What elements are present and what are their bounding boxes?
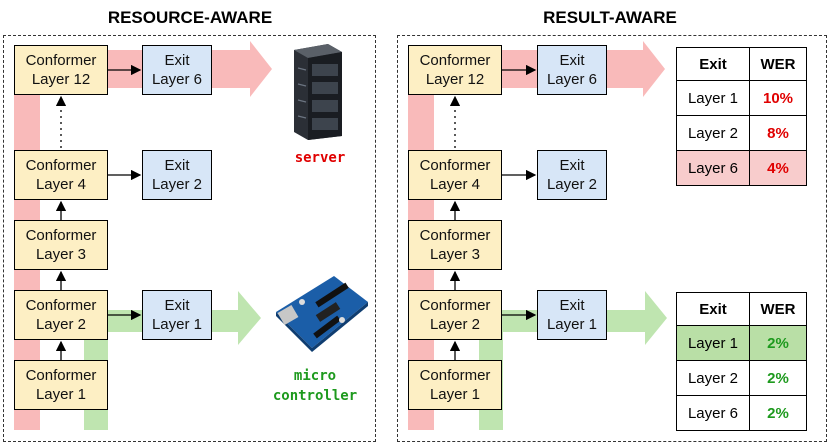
- right-exit-layer-1: Exit Layer 1: [537, 290, 607, 340]
- box-label: Conformer: [419, 367, 491, 384]
- table-cell-exit: Layer 1: [676, 80, 750, 116]
- box-label: Layer 1: [546, 316, 598, 333]
- table-row: Layer 6 2%: [676, 395, 807, 431]
- table-cell-exit: Layer 1: [676, 325, 750, 361]
- box-label: Layer 3: [35, 246, 87, 263]
- right-exit-layer-6: Exit Layer 6: [537, 45, 607, 95]
- box-label: Layer 4: [35, 176, 87, 193]
- right-conformer-layer-3: Conformer Layer 3: [408, 220, 502, 270]
- table-cell-exit: Layer 6: [676, 150, 750, 186]
- table-cell-wer: 2%: [749, 325, 807, 361]
- box-label: Exit: [164, 52, 190, 69]
- table-header-exit: Exit: [676, 47, 750, 81]
- wer-table-top: Exit WER Layer 1 10% Layer 2 8% Layer 6 …: [676, 47, 807, 186]
- box-label: Conformer: [25, 367, 97, 384]
- box-label: Layer 1: [151, 316, 203, 333]
- table-header-exit: Exit: [676, 292, 750, 326]
- box-label: Exit: [164, 297, 190, 314]
- box-label: Conformer: [419, 297, 491, 314]
- table-cell-wer: 10%: [749, 80, 807, 116]
- left-exit-layer-6: Exit Layer 6: [142, 45, 212, 95]
- table-cell-wer: 2%: [749, 360, 807, 396]
- left-exit-layer-1: Exit Layer 1: [142, 290, 212, 340]
- right-green-path: [479, 291, 667, 430]
- box-label: Layer 2: [151, 176, 203, 193]
- table-cell-exit: Layer 2: [676, 115, 750, 151]
- microcontroller-label: micro controller: [260, 366, 370, 406]
- box-label: Layer 6: [151, 71, 203, 88]
- box-label: Exit: [559, 157, 585, 174]
- table-header-wer: WER: [749, 47, 807, 81]
- left-green-path: [84, 291, 261, 430]
- box-label: Conformer: [419, 227, 491, 244]
- left-conformer-layer-1: Conformer Layer 1: [14, 360, 108, 410]
- table-header-wer: WER: [749, 292, 807, 326]
- server-icon: [294, 44, 342, 140]
- box-label: Exit: [559, 52, 585, 69]
- box-label: Layer 12: [31, 71, 91, 88]
- box-label: Conformer: [419, 52, 491, 69]
- table-row-highlighted: Layer 1 2%: [676, 325, 807, 361]
- box-label: Conformer: [419, 157, 491, 174]
- resource-aware-panel: [3, 35, 376, 442]
- server-label: server: [294, 150, 346, 166]
- table-row: Layer 2 2%: [676, 360, 807, 396]
- resource-aware-title: RESOURCE-AWARE: [107, 8, 273, 27]
- microcontroller-icon: [276, 276, 368, 352]
- box-label: Conformer: [25, 227, 97, 244]
- box-label: Layer 6: [546, 71, 598, 88]
- box-label: Layer 1: [429, 386, 481, 403]
- result-aware-title: RESULT-AWARE: [543, 8, 677, 27]
- microcontroller-label-line2: controller: [272, 388, 358, 404]
- left-conformer-layer-12: Conformer Layer 12: [14, 45, 108, 95]
- box-label: Layer 2: [429, 316, 481, 333]
- right-conformer-layer-4: Conformer Layer 4: [408, 150, 502, 200]
- left-exit-layer-2: Exit Layer 2: [142, 150, 212, 200]
- box-label: Layer 4: [429, 176, 481, 193]
- result-aware-panel: [397, 35, 827, 442]
- table-cell-wer: 4%: [749, 150, 807, 186]
- microcontroller-label-line1: micro: [293, 368, 337, 384]
- table-row: Layer 1 10%: [676, 80, 807, 116]
- table-cell-wer: 2%: [749, 395, 807, 431]
- box-label: Layer 12: [425, 71, 485, 88]
- wer-table-bottom: Exit WER Layer 1 2% Layer 2 2% Layer 6 2…: [676, 292, 807, 431]
- box-label: Layer 2: [546, 176, 598, 193]
- box-label: Layer 3: [429, 246, 481, 263]
- table-cell-exit: Layer 6: [676, 395, 750, 431]
- left-conformer-layer-4: Conformer Layer 4: [14, 150, 108, 200]
- box-label: Exit: [164, 157, 190, 174]
- left-conformer-layer-2: Conformer Layer 2: [14, 290, 108, 340]
- box-label: Layer 1: [35, 386, 87, 403]
- box-label: Exit: [559, 297, 585, 314]
- box-label: Conformer: [25, 157, 97, 174]
- table-cell-exit: Layer 2: [676, 360, 750, 396]
- table-row: Layer 2 8%: [676, 115, 807, 151]
- box-label: Layer 2: [35, 316, 87, 333]
- table-cell-wer: 8%: [749, 115, 807, 151]
- right-exit-layer-2: Exit Layer 2: [537, 150, 607, 200]
- left-conformer-layer-3: Conformer Layer 3: [14, 220, 108, 270]
- right-conformer-layer-2: Conformer Layer 2: [408, 290, 502, 340]
- right-conformer-layer-1: Conformer Layer 1: [408, 360, 502, 410]
- box-label: Conformer: [25, 297, 97, 314]
- right-conformer-layer-12: Conformer Layer 12: [408, 45, 502, 95]
- table-row-highlighted: Layer 6 4%: [676, 150, 807, 186]
- box-label: Conformer: [25, 52, 97, 69]
